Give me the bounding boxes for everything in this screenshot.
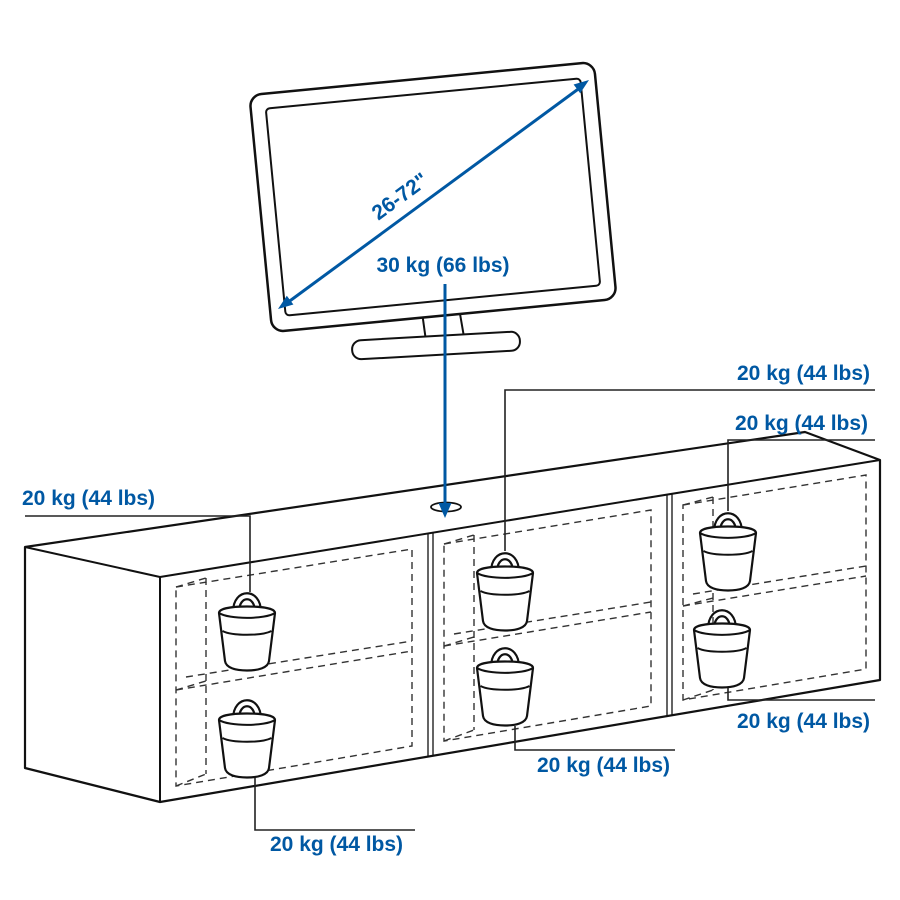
leader-line-top-right-1 bbox=[504, 389, 875, 551]
leader-line-left bbox=[25, 515, 251, 592]
tv-stand-base bbox=[351, 330, 521, 361]
top-load-arrow bbox=[438, 284, 452, 518]
tv-diagonal-arrow bbox=[278, 80, 589, 309]
tv-bench-illustration bbox=[23, 430, 882, 804]
shelf-capacity-label-bottom-right: 20 kg (44 lbs) bbox=[737, 710, 870, 733]
leader-line-bottom-middle bbox=[514, 726, 675, 751]
shelf-capacity-label-bottom-left: 20 kg (44 lbs) bbox=[270, 833, 403, 856]
shelf-capacity-label-top-right-2: 20 kg (44 lbs) bbox=[735, 412, 868, 435]
bench-silhouette bbox=[23, 430, 882, 804]
leader-line-bottom-left bbox=[254, 778, 415, 831]
shelf-capacity-label-bottom-middle: 20 kg (44 lbs) bbox=[537, 754, 670, 777]
top-load-label: 30 kg (66 lbs) bbox=[376, 254, 509, 277]
door-seams bbox=[427, 494, 673, 757]
section-2-interior bbox=[443, 509, 652, 742]
section-1-interior bbox=[175, 548, 413, 787]
tv-illustration bbox=[249, 61, 617, 361]
bench-edges bbox=[24, 459, 881, 802]
leader-line-bottom-right bbox=[727, 688, 875, 701]
leader-line-top-right-2 bbox=[727, 439, 875, 511]
leader-lines bbox=[25, 389, 875, 831]
shelf-capacity-label-top-right-1: 20 kg (44 lbs) bbox=[737, 362, 870, 385]
shelf-capacity-label-left: 20 kg (44 lbs) bbox=[22, 487, 155, 510]
